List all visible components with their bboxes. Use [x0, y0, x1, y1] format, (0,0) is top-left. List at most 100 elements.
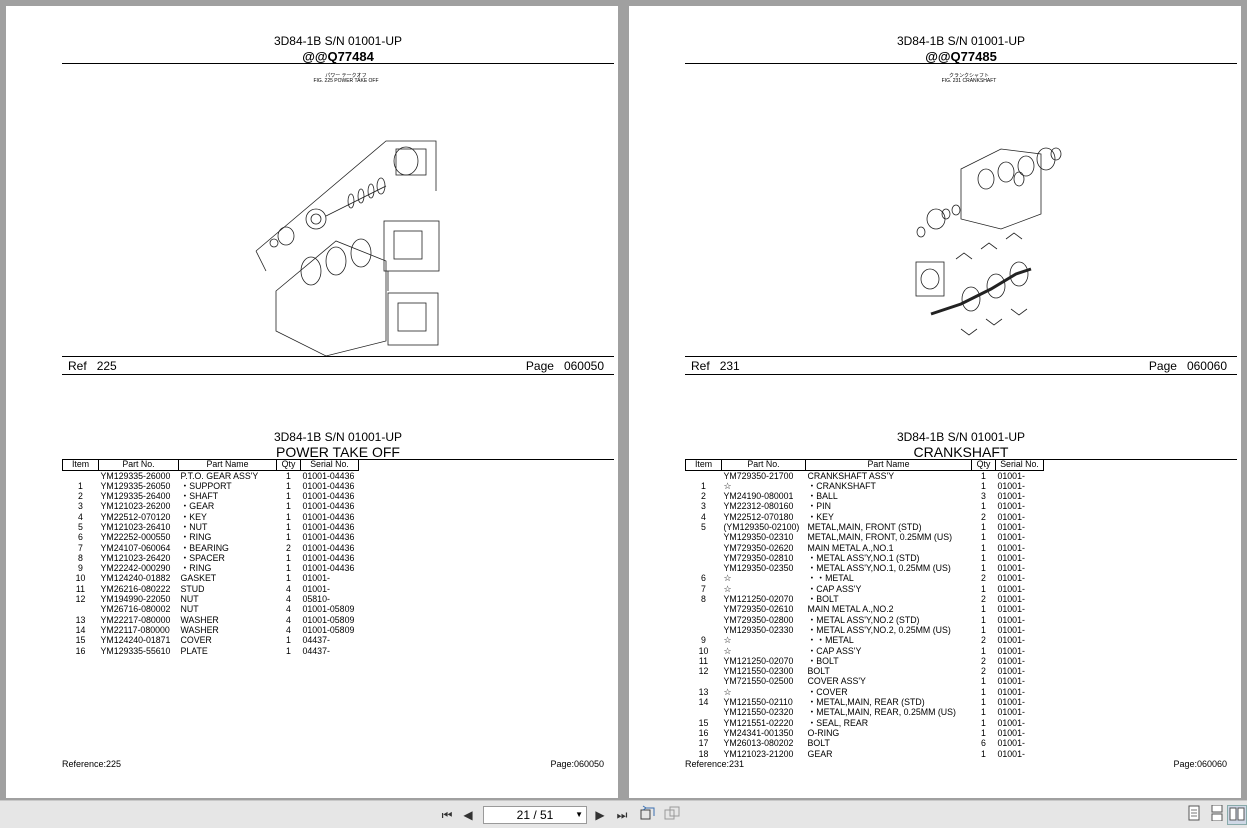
last-page-icon[interactable]: ⏭ — [616, 808, 628, 822]
cell-item: 13 — [698, 686, 709, 697]
cell-part-name: ・COVER — [807, 686, 848, 697]
cell-part-name: ・PIN — [807, 501, 831, 512]
table-row: YM129350-02350・METAL ASS'Y,NO.1, 0.25MM … — [686, 563, 1044, 573]
cell-part-name: METAL,MAIN, FRONT, 0.25MM (US) — [807, 532, 953, 543]
cell-qty: 1 — [981, 563, 986, 574]
cell-serial-no: 04437- — [302, 635, 330, 646]
cell-item — [686, 470, 722, 481]
cell-serial-no: 01001- — [302, 583, 330, 594]
first-page-icon[interactable]: ⏮ — [441, 808, 453, 822]
cell-qty: 1 — [981, 532, 986, 543]
cell-part-name: NUT — [180, 594, 199, 605]
cell-serial-no: 01001- — [997, 614, 1025, 625]
continuous-view-icon[interactable] — [1207, 804, 1227, 825]
cell-part-no: YM729350-21700 — [723, 470, 794, 481]
table-row: YM121550-02320・METAL,MAIN, REAR, 0.25MM … — [686, 707, 1044, 717]
parts-list-model: 3D84-1B S/N 01001-UP — [273, 430, 403, 444]
cell-serial-no: 01001-04436 — [302, 470, 355, 481]
cell-part-name: PLATE — [180, 645, 208, 656]
cell-serial-no: 01001- — [997, 624, 1025, 635]
cell-part-name: GASKET — [180, 573, 217, 584]
cell-qty: 1 — [286, 532, 291, 543]
footer-reference: Reference:225 — [62, 759, 122, 769]
cell-serial-no: 01001-04436 — [302, 491, 355, 502]
cell-qty: 1 — [981, 501, 986, 512]
col-serial-no: Serial No. — [300, 459, 359, 471]
cell-item: 5 — [701, 521, 706, 532]
cell-item: 14 — [698, 697, 709, 708]
cell-part-no: YM124240-01882 — [100, 573, 171, 584]
cell-part-no: YM124240-01871 — [100, 635, 171, 646]
cell-qty: 4 — [286, 614, 291, 625]
cell-part-no: YM721550-02500 — [723, 676, 794, 687]
cell-item: 16 — [698, 727, 709, 738]
cell-item: 15 — [75, 635, 86, 646]
single-page-view-icon[interactable] — [1184, 805, 1204, 825]
cell-qty: 1 — [286, 635, 291, 646]
ref-number: Ref 231 — [691, 359, 740, 373]
cell-qty: 4 — [286, 624, 291, 635]
cell-part-no: YM22512-070180 — [723, 511, 794, 522]
cell-part-no: YM729350-02610 — [723, 604, 794, 615]
cell-part-name: ・METAL,MAIN, REAR (STD) — [807, 697, 925, 708]
cell-part-no: YM121550-02320 — [723, 707, 794, 718]
page-selector[interactable]: 21 / 51 ▼ — [483, 806, 587, 824]
cell-qty: 1 — [981, 686, 986, 697]
cell-serial-no: 01001- — [997, 604, 1025, 615]
cell-qty: 1 — [286, 470, 291, 481]
cell-serial-no: 01001- — [997, 707, 1025, 718]
cell-serial-no: 01001- — [997, 666, 1025, 677]
cell-qty: 6 — [981, 738, 986, 749]
go-back-view-icon[interactable] — [638, 805, 658, 825]
cell-item: 12 — [698, 666, 709, 677]
cell-qty: 1 — [981, 748, 986, 759]
ref-rule — [62, 374, 614, 375]
ref-rule — [685, 374, 1237, 375]
col-part-no: Part No. — [721, 459, 806, 471]
cell-part-no: YM22117-080000 — [100, 624, 170, 635]
cell-qty: 1 — [981, 552, 986, 563]
cell-item: 8 — [701, 594, 706, 605]
cell-part-name: BOLT — [807, 666, 830, 677]
cell-item: 11 — [698, 655, 709, 666]
cell-qty: 1 — [286, 501, 291, 512]
cell-serial-no: 01001- — [997, 738, 1025, 749]
cell-item: 9 — [78, 563, 83, 574]
footer-reference: Reference:231 — [685, 759, 745, 769]
cell-qty: 1 — [286, 573, 291, 584]
cell-qty: 1 — [981, 583, 986, 594]
cell-part-no: YM121250-02070 — [723, 594, 794, 605]
cell-serial-no: 01001- — [997, 563, 1025, 574]
figure-rule — [62, 356, 614, 357]
cell-item — [686, 625, 722, 635]
cell-item: 2 — [701, 491, 706, 502]
cell-part-no: ☆ — [723, 635, 732, 646]
cell-serial-no: 01001- — [997, 594, 1025, 605]
prev-page-icon[interactable]: ◀ — [463, 808, 473, 822]
go-forward-view-icon[interactable] — [662, 805, 682, 825]
col-qty: Qty — [971, 459, 996, 471]
cell-part-name: COVER ASS'Y — [807, 676, 866, 687]
cell-part-no: YM24341-001350 — [723, 727, 794, 738]
cell-item: 1 — [701, 480, 706, 491]
cell-serial-no: 01001- — [997, 635, 1025, 646]
cell-item: 17 — [698, 738, 709, 749]
cell-serial-no: 01001-05809 — [302, 604, 355, 615]
facing-pages-view-icon[interactable] — [1227, 805, 1247, 825]
chevron-down-icon: ▼ — [575, 810, 583, 819]
document-viewer[interactable]: 3D84-1B S/N 01001-UP @@Q77484 パワー テークオフ … — [0, 0, 1247, 800]
cell-part-no: YM129350-02310 — [723, 532, 794, 543]
page-header-model: 3D84-1B S/N 01001-UP — [896, 34, 1026, 48]
page-indicator: 21 / 51 — [516, 808, 554, 822]
next-page-icon[interactable]: ▶ — [595, 808, 605, 822]
cell-part-no: YM121023-26200 — [100, 501, 171, 512]
cell-serial-no: 01001-04436 — [302, 552, 355, 563]
